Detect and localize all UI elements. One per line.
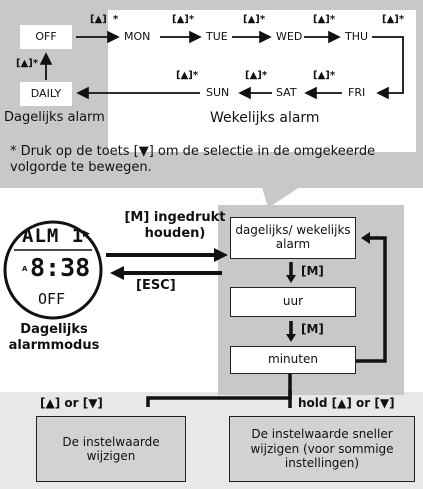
change-value-text: De instelwaarde wijzigen (62, 434, 160, 463)
watch-small-label: A (22, 265, 28, 273)
watch-alarm-line: ALM 1 (22, 225, 85, 247)
m-label-1: [M] (301, 264, 324, 278)
daily-box: DAILY (20, 82, 72, 106)
hold-m-label: [M] ingedrukt houden) (124, 210, 226, 241)
day-sat: SAT (276, 86, 297, 99)
watch-indicator-icon: ▶ (83, 229, 90, 239)
daily-label: DAILY (30, 86, 62, 100)
hold-label: hold [▲] or [▼] (298, 396, 395, 410)
watch-mode-caption: Dagelijks alarmmodus (8, 322, 100, 353)
day-wed: WED (276, 30, 303, 43)
watch-status: OFF (38, 290, 66, 308)
btn-up-wed-thu: [▲]* (313, 14, 336, 25)
btn-up-tue-wed: [▲]* (243, 14, 266, 25)
step-minutes: minuten (230, 346, 356, 374)
note-text: * Druk op de toets [▼] om de selectie in… (10, 144, 376, 175)
change-value-box: De instelwaarde wijzigen (36, 416, 186, 482)
day-tue: TUE (206, 30, 228, 43)
day-mon: MON (124, 30, 151, 43)
off-box: OFF (20, 25, 72, 49)
btn-up-sun-daily: [▲]* (176, 70, 199, 81)
press-label: [▲] or [▼] (40, 396, 103, 410)
day-fri: FRI (348, 86, 366, 99)
change-value-fast-box: De instelwaarde sneller wijzigen (voor s… (229, 416, 415, 482)
step-daily-weekly-label: dagelijks/ wekelijks alarm (235, 223, 351, 251)
step-hour: uur (230, 287, 356, 317)
day-sun: SUN (206, 86, 230, 99)
btn-up-mon-tue: [▲]* (172, 14, 195, 25)
weekly-alarm-caption: Wekelijks alarm (210, 110, 320, 126)
star-mon: * (113, 14, 119, 25)
step-hour-label: uur (282, 294, 304, 309)
m-label-2: [M] (301, 322, 324, 336)
watch-time: 8:38 (30, 253, 91, 282)
btn-up-daily-off: [▲]* (16, 58, 39, 69)
esc-label: [ESC] (136, 278, 176, 293)
daily-alarm-caption: Dagelijks alarm (4, 110, 105, 125)
day-thu: THU (345, 30, 369, 43)
btn-up-sat-sun: [▲]* (245, 70, 268, 81)
btn-up-fri-sat: [▲]* (313, 70, 336, 81)
change-value-fast-text: De instelwaarde sneller wijzigen (voor s… (250, 427, 394, 471)
off-label: OFF (35, 29, 57, 43)
btn-up-off-mon: [▲] (90, 14, 107, 25)
step-minutes-label: minuten (268, 352, 318, 367)
step-daily-weekly: dagelijks/ wekelijks alarm (230, 217, 356, 259)
btn-up-thu-fri: [▲]* (382, 14, 405, 25)
